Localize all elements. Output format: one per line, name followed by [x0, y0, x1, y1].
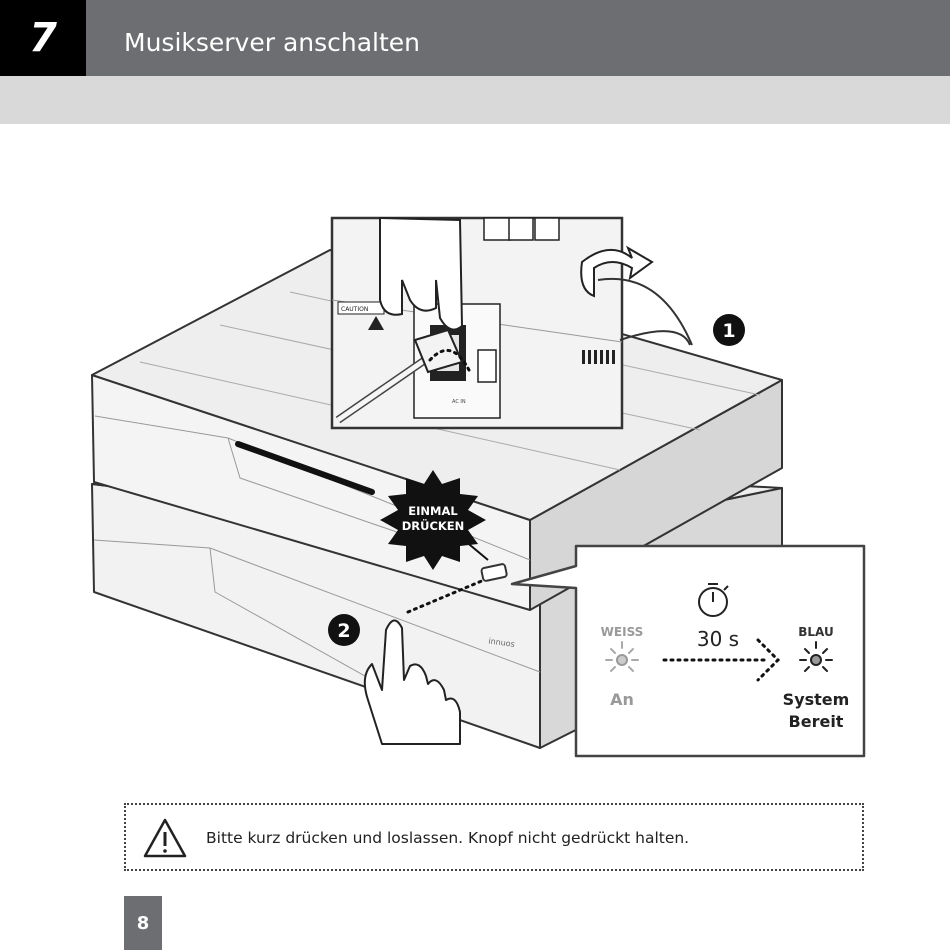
- warning-triangle-icon: [143, 818, 187, 858]
- step-number: 7: [0, 0, 86, 76]
- power-cable: [619, 330, 691, 346]
- pointing-hand-icon: [363, 619, 461, 745]
- status-right-state-1: System: [783, 690, 850, 709]
- stopwatch-icon: [698, 583, 729, 617]
- sub-header-bar: [0, 76, 950, 124]
- warning-text: Bitte kurz drücken und loslassen. Knopf …: [206, 829, 690, 847]
- warning-note: Bitte kurz drücken und loslassen. Knopf …: [124, 803, 864, 871]
- ac-in-label: AC IN: [452, 399, 466, 405]
- rear-panel-inset: CAUTION AC IN: [330, 216, 624, 430]
- brand-mark: innuos: [488, 636, 515, 649]
- status-callout: WEISS An 30 s BLAU: [510, 544, 866, 758]
- page-number: 8: [124, 896, 162, 950]
- press-dotted-line: [406, 578, 486, 614]
- starburst-line1: EINMAL: [408, 504, 458, 518]
- step-badge-1: [713, 314, 745, 346]
- rotate-arrow-icon: [580, 245, 654, 298]
- status-right-color: BLAU: [798, 625, 833, 639]
- power-button[interactable]: [480, 563, 508, 582]
- disc-slot: [235, 441, 375, 495]
- page-title: Musikserver anschalten: [124, 28, 421, 57]
- led-blue-icon: [799, 641, 833, 672]
- status-left-color: WEISS: [601, 625, 644, 639]
- caution-label: CAUTION: [341, 306, 368, 313]
- badge-1-label: 1: [722, 320, 735, 342]
- step-badge-2: [328, 614, 360, 646]
- status-duration: 30 s: [697, 627, 739, 651]
- header-bar: 7 Musikserver anschalten: [0, 0, 950, 76]
- status-right-state-2: Bereit: [789, 712, 844, 731]
- led-white-icon: [605, 641, 639, 672]
- setup-illustration: innuos CAUTION AC IN: [0, 124, 950, 784]
- press-once-starburst: EINMAL DRÜCKEN: [380, 470, 489, 570]
- transition-arrow: [662, 638, 781, 682]
- badge-2-label: 2: [337, 620, 350, 642]
- starburst-line2: DRÜCKEN: [402, 518, 465, 533]
- status-left-state: An: [610, 690, 634, 709]
